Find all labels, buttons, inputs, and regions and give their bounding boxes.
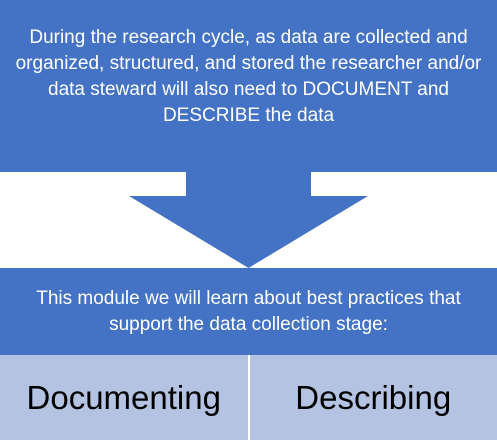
- practice-items-row: Documenting Describing: [0, 355, 497, 440]
- top-description-text: During the research cycle, as data are c…: [15, 27, 482, 126]
- module-intro-text: This module we will learn about best pra…: [36, 287, 461, 335]
- module-intro-box: This module we will learn about best pra…: [0, 268, 497, 355]
- item-describing-label: Describing: [295, 378, 452, 416]
- down-arrow-shape: [129, 170, 368, 268]
- item-documenting: Documenting: [0, 355, 250, 440]
- item-describing: Describing: [249, 355, 497, 440]
- item-documenting-label: Documenting: [26, 378, 221, 416]
- top-description-box: During the research cycle, as data are c…: [0, 0, 497, 172]
